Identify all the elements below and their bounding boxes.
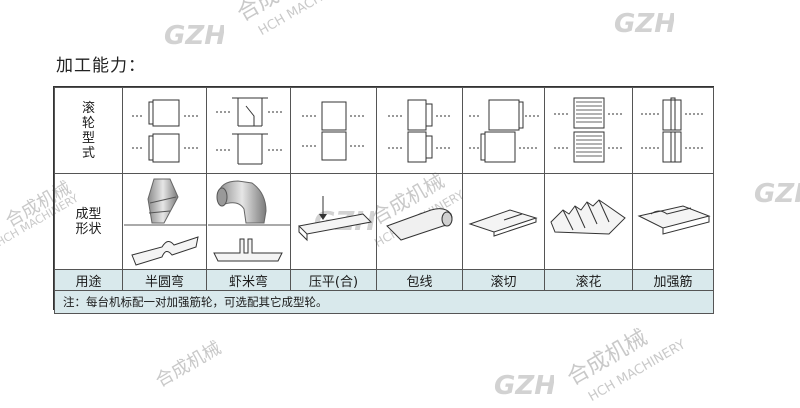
- roller-row: 滚 轮 型 式: [54, 87, 714, 174]
- roller-profile-icon: [301, 101, 366, 160]
- svg-text:GZHCH: GZHCH: [614, 9, 674, 39]
- row-label-shape: 成型 形状: [54, 173, 123, 270]
- row-label-usage: 用途: [54, 269, 123, 291]
- logo-gear-icon: GZHCH: [750, 172, 800, 212]
- elbow-pipe-icon: [123, 178, 206, 266]
- section-title: 加工能力：: [56, 56, 146, 76]
- elbow-pipe-icon: [207, 179, 290, 261]
- roller-shrimp-elbow: [206, 87, 291, 174]
- watermark-en: HCH MACHINERY: [256, 0, 359, 39]
- shape-shrimp-elbow: [206, 173, 291, 270]
- svg-text:GZHCH: GZHCH: [494, 371, 554, 401]
- watermark-en: HCH MACHINERY: [586, 337, 689, 405]
- watermark-cn: 合成机械: [230, 0, 322, 28]
- roller-profile-icon: [215, 97, 282, 164]
- logo-gear-icon: GZHCH: [490, 364, 597, 404]
- shape-rib: [632, 173, 714, 270]
- sheet-profile-icon: [637, 204, 711, 235]
- roller-knurl: [544, 87, 633, 174]
- sheet-profile-icon: [467, 208, 538, 237]
- roller-wire-edge: [376, 87, 463, 174]
- roller-half-round: [122, 87, 207, 174]
- usage-row: 用途 半圆弯 虾米弯 压平(合) 包线 滚切 滚花 加强筋: [54, 269, 714, 291]
- table-note: 注：每台机标配一对加强筋轮，可选配其它成型轮。: [54, 290, 714, 314]
- capability-table: 滚 轮 型 式: [53, 86, 714, 314]
- roller-roll-cut: [462, 87, 545, 174]
- roller-flatten: [290, 87, 377, 174]
- logo-gear-icon: GZHCH: [610, 2, 717, 42]
- roller-profile-icon: [131, 99, 198, 162]
- usage-shrimp-elbow: 虾米弯: [206, 269, 291, 291]
- row-label-roller: 滚 轮 型 式: [54, 87, 123, 174]
- roller-profile-icon: [641, 97, 705, 162]
- usage-roll-cut: 滚切: [462, 269, 545, 291]
- svg-text:GZHCH: GZHCH: [754, 179, 800, 209]
- sheet-profile-icon: [297, 195, 372, 241]
- shape-roll-cut: [462, 173, 545, 270]
- roller-rib: [632, 87, 714, 174]
- shape-wire-edge: [376, 173, 463, 270]
- roller-profile-icon: [387, 99, 452, 162]
- usage-half-round: 半圆弯: [122, 269, 207, 291]
- roller-profile-icon: [553, 97, 624, 162]
- shape-row: 成型 形状: [54, 173, 714, 270]
- usage-rib: 加强筋: [632, 269, 714, 291]
- shape-flatten: [290, 173, 377, 270]
- watermark-cn: 合成机械: [563, 325, 652, 391]
- shape-knurl: [544, 173, 633, 270]
- roller-profile-icon: [468, 99, 539, 162]
- svg-text:GZHCH: GZHCH: [164, 21, 224, 51]
- usage-wire-edge: 包线: [376, 269, 463, 291]
- watermark-cn: 合成机械: [152, 337, 225, 392]
- usage-knurl: 滚花: [544, 269, 633, 291]
- sheet-profile-icon: [549, 198, 626, 235]
- logo-gear-icon: GZHCH: [160, 14, 267, 54]
- note-row: 注：每台机标配一对加强筋轮，可选配其它成型轮。: [54, 290, 714, 314]
- sheet-profile-icon: [385, 207, 452, 241]
- usage-flatten: 压平(合): [290, 269, 377, 291]
- shape-half-round: [122, 173, 207, 270]
